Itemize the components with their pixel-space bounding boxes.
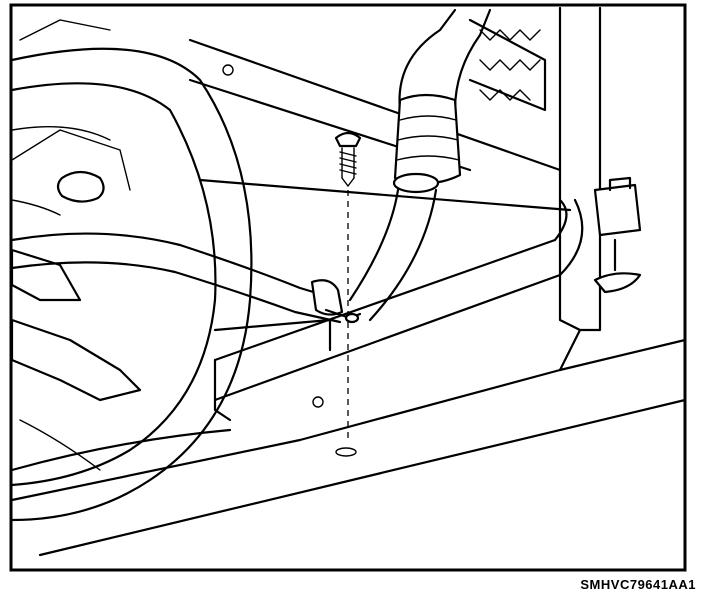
mounting-bolt: [334, 131, 362, 457]
fan-assembly: [10, 19, 253, 522]
line-clamp: [310, 279, 344, 316]
ac-line: [10, 232, 362, 324]
figure-frame: [9, 3, 687, 572]
figure-code: SMHVC79641AA1: [580, 577, 696, 592]
refrigerant-hose: [348, 8, 492, 322]
base-panel: [10, 328, 687, 557]
